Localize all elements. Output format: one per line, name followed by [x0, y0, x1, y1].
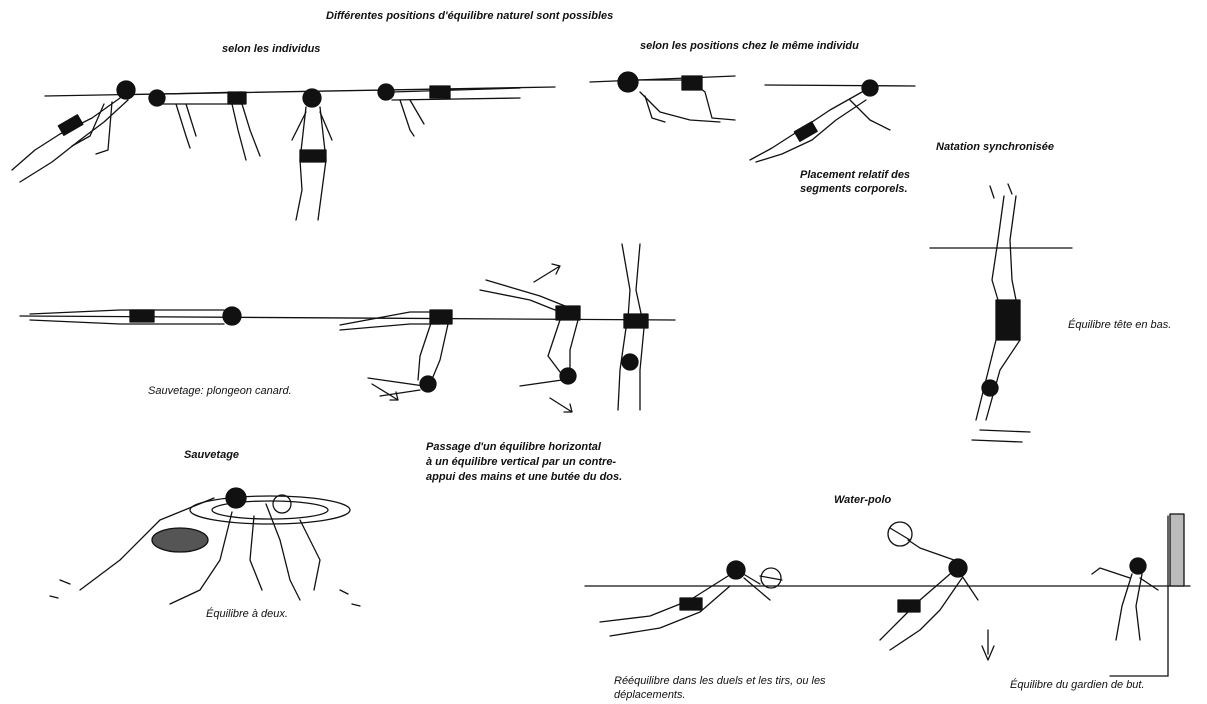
direction-arrows [372, 264, 572, 412]
label-equilibre-tete: Équilibre tête en bas. [1068, 318, 1171, 332]
figure-synchro-head-down [972, 184, 1030, 442]
label-selon-positions: selon les positions chez le même individ… [640, 39, 859, 53]
figure-sauvetage-pair [50, 488, 360, 606]
figure-canard-bend [340, 310, 452, 396]
label-placement-2: segments corporels. [800, 182, 908, 196]
label-passage-1: Passage d'un équilibre horizontal [426, 440, 601, 454]
label-water-polo: Water-polo [834, 493, 891, 507]
diagram-title: Différentes positions d'équilibre nature… [326, 9, 613, 23]
goal-post [1110, 514, 1184, 676]
label-placement-1: Placement relatif des [800, 168, 910, 182]
figure-canard-dive [480, 280, 580, 386]
figure-diagonal-position [750, 80, 890, 162]
label-sauvetage: Sauvetage [184, 448, 239, 462]
label-gardien: Équilibre du gardien de but. [1010, 678, 1145, 692]
label-reequilibre-2: déplacements. [614, 688, 686, 702]
label-natation-synchronisee: Natation synchronisée [936, 140, 1054, 154]
label-sauvetage-canard: Sauvetage: plongeon canard. [148, 384, 292, 398]
figure-tuck-position [618, 72, 735, 122]
figure-diagonal-swimmer [12, 81, 135, 182]
figure-horizontal-swimmer [378, 84, 520, 136]
figure-vertical-stand [292, 89, 332, 220]
figure-horizontal-float [149, 90, 260, 160]
label-selon-individus: selon les individus [222, 42, 320, 56]
label-passage-3: appui des mains et une butée du dos. [426, 470, 622, 484]
label-passage-2: à un équilibre vertical par un contre- [426, 455, 616, 469]
figure-waterpolo-dribbler [600, 561, 782, 636]
figure-waterpolo-shooter [880, 522, 994, 660]
figure-canard-vertical [618, 244, 648, 410]
label-reequilibre-1: Rééquilibre dans les duels et les tirs, … [614, 674, 826, 688]
label-equilibre-deux: Équilibre à deux. [206, 607, 288, 621]
figure-waterpolo-goalkeeper [1092, 558, 1158, 640]
